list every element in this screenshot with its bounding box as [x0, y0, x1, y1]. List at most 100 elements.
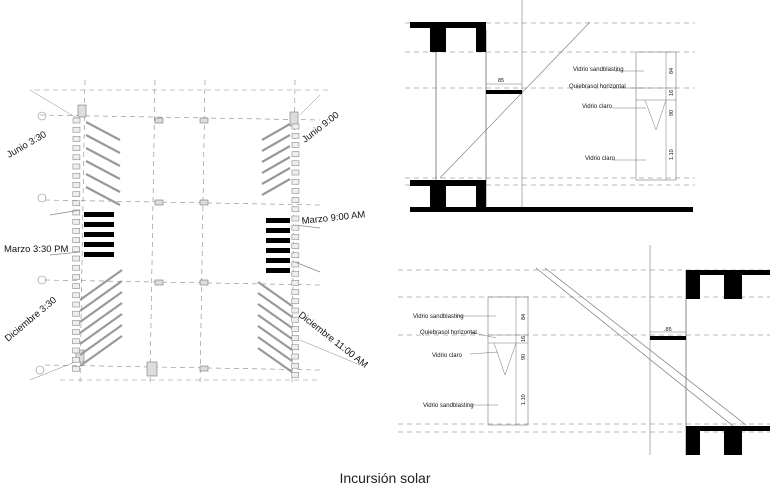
facade-module: [291, 169, 300, 176]
sun-ray: [261, 134, 291, 152]
facade-module: [72, 329, 80, 335]
facade-module: [291, 224, 300, 231]
facade-module: [291, 234, 300, 240]
top-dim-16: 16: [669, 90, 675, 96]
sun-ray: [79, 324, 123, 356]
sun-ray: [257, 325, 293, 351]
facade-module: [72, 200, 81, 207]
facade-module: [291, 197, 300, 203]
facade-module: [72, 366, 80, 372]
top-note-vidrio-sandblasting: Vidrio sandblasting: [573, 67, 624, 73]
facade-module: [291, 335, 300, 341]
sun-ray: [79, 302, 123, 334]
facade-module: [72, 320, 80, 326]
bottom-note-vidrio-claro: Vidrio claro: [432, 353, 463, 359]
facade-module: [72, 117, 81, 124]
bottom-note-quiebrasol: Quiebrasol horizontal: [420, 330, 477, 336]
facade-module: [72, 172, 81, 179]
sun-ray: [257, 303, 293, 329]
sun-ray: [257, 292, 293, 318]
sun-ray: [261, 178, 291, 196]
sun-ray: [261, 123, 291, 141]
facade-module: [72, 154, 81, 161]
louver-bar: [266, 268, 290, 273]
facade-module: [72, 246, 80, 253]
sun-ray: [261, 167, 291, 185]
facade-module: [291, 178, 300, 185]
louver-bar: [266, 248, 290, 253]
top-note-quiebrasol: Quiebrasol horizontal: [569, 84, 626, 90]
facade-module: [291, 206, 300, 213]
sun-ray: [257, 336, 293, 362]
facade-module: [291, 270, 300, 277]
facade-module: [291, 289, 300, 295]
facade-module: [72, 338, 80, 345]
facade-module: [291, 298, 300, 305]
label-diciembre-1100: Diciembre 11:00 AM: [296, 310, 370, 371]
bottom-width-dim: .85: [664, 327, 672, 333]
sun-ray: [85, 186, 121, 206]
sun-ray: [261, 145, 291, 163]
facade-module: [291, 344, 300, 351]
label-junio-900: Junio 9:00: [300, 110, 341, 146]
bottom-note-vidrio-sandblasting-1: Vidrio sandblasting: [413, 314, 464, 320]
label-diciembre-330: Diciembre 3:30: [3, 295, 59, 344]
facade-module: [72, 126, 81, 133]
facade-module: [291, 326, 300, 332]
facade-module: [291, 362, 299, 369]
louver-bar: [266, 228, 290, 233]
bottom-dim-84: 84: [521, 314, 527, 320]
facade-module: [72, 310, 80, 317]
facade-module: [72, 218, 81, 225]
figure-caption: Incursión solar: [339, 470, 431, 486]
facade-module: [72, 209, 81, 216]
facade-module: [291, 316, 300, 323]
sun-ray: [85, 121, 121, 141]
sun-ray: [257, 347, 293, 373]
facade-module: [72, 182, 81, 188]
facade-module: [291, 252, 300, 259]
facade-module: [291, 160, 300, 167]
facade-module: [291, 142, 300, 148]
label-marzo-900: Marzo 9:00 AM: [301, 209, 366, 227]
louver-bar: [266, 238, 290, 243]
facade-module: [72, 274, 80, 280]
facade-module: [72, 347, 80, 354]
floor-plan: [29, 79, 361, 386]
sun-ray: [85, 134, 121, 154]
bottom-dim-16: 16: [521, 336, 527, 342]
bottom-dim-90: 90: [521, 354, 527, 360]
sun-ray: [85, 173, 121, 193]
sun-ray: [257, 314, 293, 340]
sun-ray: [79, 269, 123, 301]
sun-ray: [79, 280, 123, 312]
sun-ray: [257, 281, 293, 307]
sun-ray: [79, 313, 123, 345]
top-dim-84: 84: [669, 68, 675, 74]
facade-module: [72, 356, 80, 363]
bottom-dim-110: 1.10: [521, 394, 527, 405]
top-dim-90: 90: [669, 110, 675, 116]
facade-module: [72, 301, 80, 308]
louver-bar: [84, 212, 114, 217]
sun-ray: [85, 160, 121, 180]
facade-module: [72, 145, 81, 151]
facade-module: [72, 283, 80, 289]
facade-module: [291, 151, 300, 157]
facade-module: [72, 237, 80, 243]
facade-module: [72, 136, 81, 142]
label-junio-330: Junio 3:30: [5, 129, 48, 160]
top-note-vidrio-claro-1: Vidrio claro: [582, 104, 613, 110]
sun-ray: [79, 335, 123, 367]
facade-module: [72, 163, 81, 170]
louver-bar: [84, 252, 114, 257]
louver-bar: [84, 232, 114, 237]
facade-module: [72, 264, 80, 271]
facade-module: [291, 123, 300, 130]
facade-module: [72, 255, 80, 262]
top-note-vidrio-claro-2: Vidrio claro: [585, 156, 616, 162]
bottom-note-vidrio-sandblasting-2: Vidrio sandblasting: [423, 403, 474, 409]
facade-module: [291, 353, 299, 360]
facade-module: [291, 280, 300, 286]
louver-bar: [266, 218, 290, 223]
